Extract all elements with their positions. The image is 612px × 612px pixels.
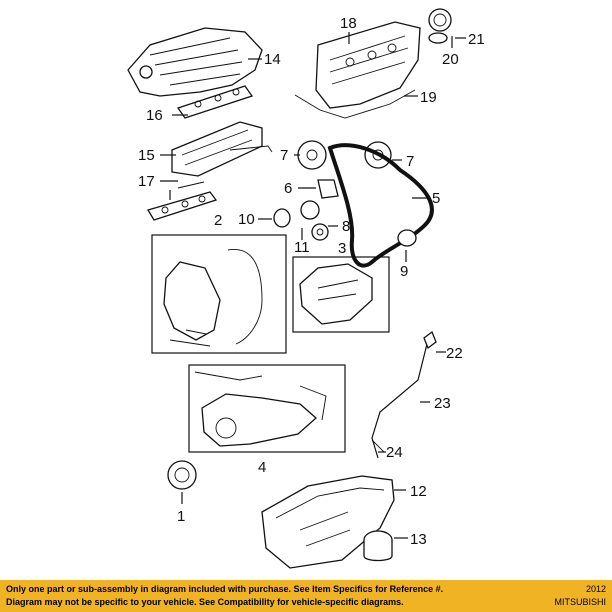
upper-timing-cover: [299, 263, 373, 325]
timing-cover-upper-box: [292, 256, 390, 333]
timing-pulley: [273, 208, 291, 228]
callout-24: 24: [386, 444, 403, 461]
callout-8: 8: [342, 218, 350, 235]
callout-9: 9: [400, 263, 408, 280]
callout-22: 22: [446, 345, 463, 362]
idler-pulley: [311, 223, 329, 241]
callout-3: 3: [338, 240, 346, 257]
callout-21: 21: [468, 31, 485, 48]
callout-11: 11: [294, 239, 310, 256]
callout-19: 19: [420, 89, 437, 106]
disclaimer-line-2: Diagram may not be specific to your vehi…: [6, 597, 404, 607]
callout-6: 6: [284, 180, 292, 197]
crank-sprocket: [397, 229, 417, 247]
callout-7-left: 7: [280, 147, 288, 164]
dipstick-tube: [371, 330, 437, 459]
callout-2: 2: [214, 212, 222, 229]
manifold-gasket: [147, 181, 218, 221]
callout-labels: 14 16 15 17 18 19 20 21 7 7 6 5 10 8 2 1…: [138, 15, 485, 548]
callout-13: 13: [410, 531, 427, 548]
front-cover: [194, 371, 327, 447]
footer-year: 2012: [585, 584, 606, 594]
disclaimer-footer: Only one part or sub-assembly in diagram…: [0, 580, 612, 612]
callout-20: 20: [442, 51, 459, 68]
valve-cover: [294, 21, 421, 119]
callout-15: 15: [138, 147, 155, 164]
callout-17: 17: [138, 173, 155, 190]
callout-5: 5: [432, 190, 440, 207]
callout-7-right: 7: [406, 153, 414, 170]
disclaimer-line-1: Only one part or sub-assembly in diagram…: [6, 584, 444, 594]
lower-intake-manifold: [171, 121, 273, 177]
tensioner: [300, 179, 339, 220]
callout-16: 16: [146, 107, 163, 124]
footer-brand: MITSUBISHI: [554, 597, 606, 607]
callout-1: 1: [177, 508, 185, 525]
callout-4: 4: [258, 459, 266, 476]
oil-filter: [363, 530, 393, 562]
front-cover-box: [188, 364, 346, 453]
callout-18: 18: [340, 15, 357, 32]
timing-cover-kit-box: [151, 234, 287, 354]
callout-23: 23: [434, 395, 451, 412]
oil-filler-cap: [428, 8, 452, 44]
crankshaft-pulley: [167, 460, 197, 490]
camshaft-sprocket-left: [297, 140, 327, 170]
timing-cover: [163, 248, 263, 347]
callout-12: 12: [410, 483, 427, 500]
leader-lines: [160, 32, 466, 539]
intake-manifold: [127, 27, 263, 97]
callout-10: 10: [238, 211, 255, 228]
oil-pan: [261, 475, 395, 569]
callout-14: 14: [264, 51, 281, 68]
